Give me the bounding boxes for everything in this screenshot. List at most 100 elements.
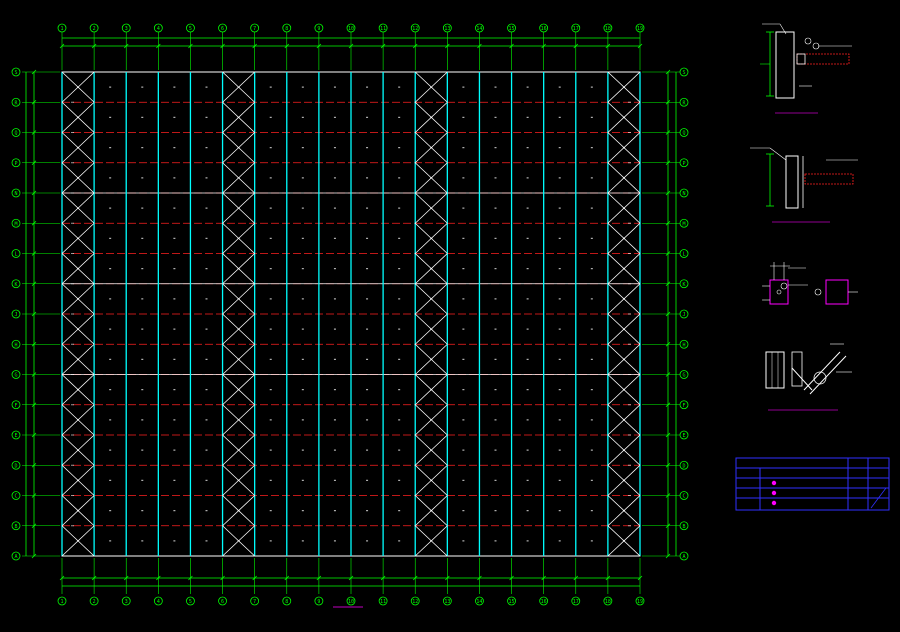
member-tag bbox=[430, 540, 433, 542]
member-tag bbox=[398, 237, 401, 239]
member-tag bbox=[269, 479, 272, 481]
edge-tag bbox=[628, 132, 631, 133]
member-tag bbox=[205, 207, 208, 209]
edge-tag bbox=[628, 253, 631, 254]
axis-label-16: 16 bbox=[541, 26, 547, 32]
member-tag bbox=[333, 298, 336, 300]
axis-bubble-S bbox=[11, 67, 21, 77]
member-tag bbox=[173, 147, 176, 149]
axis-label-F: F bbox=[14, 403, 17, 409]
member-tag bbox=[173, 298, 176, 300]
axis-label-9: 9 bbox=[317, 599, 320, 605]
member-tag bbox=[366, 207, 369, 209]
axis-label-19: 19 bbox=[637, 599, 643, 605]
member-tag bbox=[494, 540, 497, 542]
detail-4-plate bbox=[791, 351, 803, 387]
axis-bubble-8 bbox=[282, 596, 292, 606]
member-tag bbox=[558, 177, 561, 179]
dim-tick bbox=[123, 575, 129, 581]
member-tag bbox=[366, 147, 369, 149]
dim-tick bbox=[284, 43, 290, 49]
member-tag bbox=[205, 298, 208, 300]
member-tag bbox=[430, 328, 433, 330]
member-tag bbox=[494, 86, 497, 88]
axis-bubble-12 bbox=[410, 23, 420, 33]
axis-bubble-18 bbox=[603, 596, 613, 606]
axis-bubble-16 bbox=[539, 23, 549, 33]
detail-4-column bbox=[765, 351, 785, 389]
member-tag bbox=[622, 540, 625, 542]
axis-label-P: P bbox=[14, 161, 17, 167]
dim-tick bbox=[31, 432, 37, 438]
edge-tag bbox=[628, 71, 631, 73]
member-tag bbox=[494, 449, 497, 451]
member-tag bbox=[269, 449, 272, 451]
axis-bubble-C bbox=[679, 491, 689, 500]
dim-tick bbox=[31, 69, 37, 75]
member-tag bbox=[462, 389, 465, 391]
edge-tag bbox=[628, 404, 631, 406]
dim-tick bbox=[91, 43, 97, 49]
member-tag bbox=[141, 510, 144, 512]
dim-tick bbox=[665, 311, 671, 317]
member-tag bbox=[301, 449, 304, 451]
member-tag bbox=[269, 419, 272, 421]
detail-3-bubble bbox=[780, 282, 788, 290]
member-tag bbox=[301, 298, 304, 300]
axis-bubble-Q bbox=[679, 128, 689, 137]
member-tag bbox=[526, 207, 529, 209]
roof-bracing-plan: 1122334455667788991010111112121313141415… bbox=[11, 23, 689, 608]
member-tag bbox=[398, 328, 401, 330]
member-tag bbox=[494, 207, 497, 209]
member-tag bbox=[333, 389, 336, 391]
member-tag bbox=[366, 116, 369, 118]
member-tag bbox=[462, 510, 465, 512]
member-marks bbox=[71, 71, 631, 557]
member-tag bbox=[237, 298, 240, 300]
dim-tick bbox=[31, 493, 37, 498]
axis-label-15: 15 bbox=[509, 599, 515, 605]
axis-label-1: 1 bbox=[60, 26, 63, 32]
edge-tag bbox=[71, 374, 74, 375]
member-tag bbox=[333, 540, 336, 542]
dim-tick bbox=[637, 43, 643, 49]
member-tag bbox=[462, 86, 465, 88]
member-tag bbox=[269, 86, 272, 88]
member-tag bbox=[494, 147, 497, 149]
member-tag bbox=[173, 237, 176, 239]
dim-tick bbox=[605, 43, 611, 49]
member-tag bbox=[366, 358, 369, 360]
member-tag bbox=[237, 237, 240, 239]
member-tag bbox=[494, 298, 497, 300]
axis-bubble-10 bbox=[346, 23, 356, 33]
member-tag bbox=[558, 540, 561, 542]
edge-tag bbox=[71, 343, 74, 345]
dim-tick bbox=[31, 553, 37, 559]
axis-label-L: L bbox=[14, 252, 17, 258]
member-tag bbox=[558, 389, 561, 391]
member-tag bbox=[526, 510, 529, 512]
member-tag bbox=[526, 116, 529, 118]
axis-bubble-P bbox=[11, 158, 21, 168]
member-tag bbox=[398, 207, 401, 209]
member-tag bbox=[173, 358, 176, 360]
axis-label-6: 6 bbox=[221, 26, 224, 32]
axis-label-6: 6 bbox=[221, 599, 224, 605]
axis-bubble-D bbox=[679, 460, 689, 470]
member-tag bbox=[269, 147, 272, 149]
member-tag bbox=[366, 540, 369, 542]
member-tag bbox=[494, 268, 497, 270]
member-tag bbox=[205, 540, 208, 542]
member-tag bbox=[269, 237, 272, 239]
dim-tick bbox=[665, 190, 671, 196]
dim-tick bbox=[665, 372, 671, 377]
member-tag bbox=[77, 510, 80, 512]
member-tag bbox=[237, 449, 240, 451]
member-tag bbox=[205, 510, 208, 512]
edge-tag bbox=[71, 555, 74, 557]
dim-tick bbox=[665, 523, 671, 529]
member-tag bbox=[366, 86, 369, 88]
axis-label-D: D bbox=[14, 463, 17, 469]
axis-label-R: R bbox=[14, 100, 18, 106]
member-tag bbox=[590, 86, 593, 88]
